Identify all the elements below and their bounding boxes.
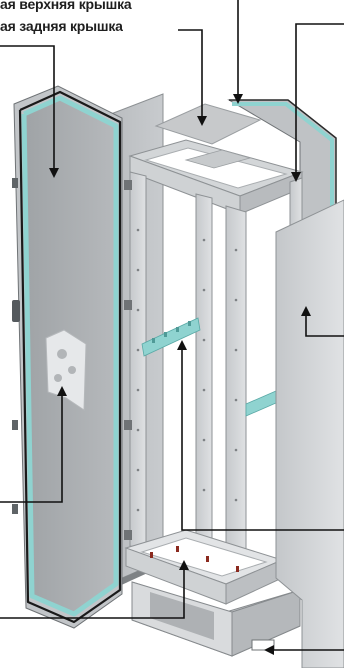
door-lock-icon [12,300,20,322]
top-cover-plate [156,104,260,144]
front-door [12,86,122,628]
